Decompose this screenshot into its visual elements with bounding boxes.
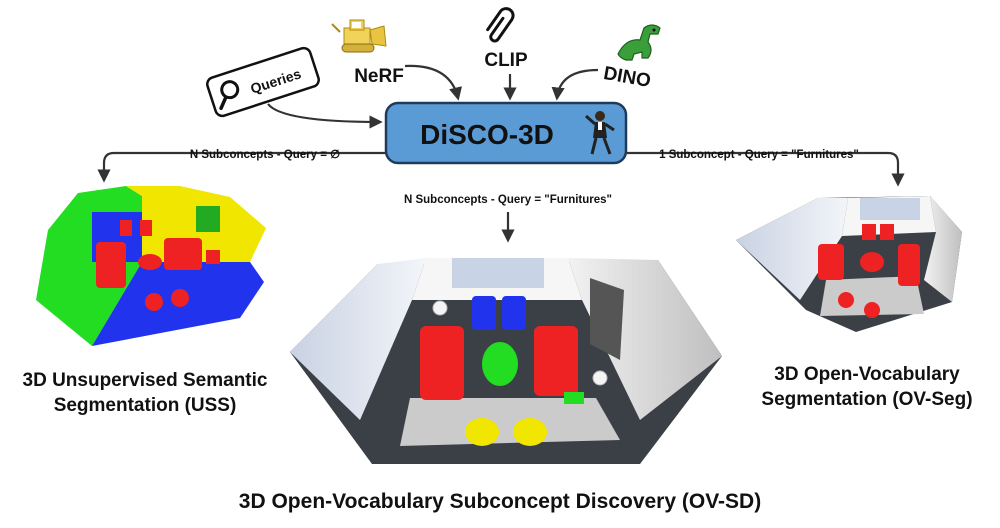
disco3d-box: DiSCO-3D (384, 101, 628, 165)
disco3d-title: DiSCO-3D (420, 119, 554, 150)
dino-label: DINO (602, 63, 652, 92)
uss-caption: 3D Unsupervised Semantic Segmentation (U… (0, 368, 290, 418)
branch-arrows (97, 151, 905, 243)
paperclip-icon (486, 7, 515, 43)
input-arrows (267, 64, 599, 129)
branch-right-label: 1 Subconcept - Query = "Furnitures" (659, 149, 859, 161)
dinosaur-icon (617, 24, 661, 61)
uss-scene-image (36, 186, 266, 346)
bulldozer-icon (331, 19, 387, 53)
ovseg-scene-image (736, 196, 962, 332)
ovsd-caption: 3D Open-Vocabulary Subconcept Discovery … (238, 490, 762, 513)
clip-label: CLIP (484, 50, 528, 71)
branch-left-label: N Subconcepts - Query = ∅ (190, 149, 340, 161)
ovseg-caption: 3D Open-Vocabulary Segmentation (OV-Seg) (742, 362, 992, 412)
ovsd-scene-image (290, 258, 722, 464)
ovseg-caption-line1: 3D Open-Vocabulary (774, 364, 960, 385)
uss-caption-line2: Segmentation (USS) (53, 395, 237, 416)
ovseg-caption-line2: Segmentation (OV-Seg) (761, 389, 973, 410)
search-icon (219, 80, 240, 110)
uss-caption-line1: 3D Unsupervised Semantic (22, 370, 268, 391)
nerf-label: NeRF (354, 66, 404, 87)
queries-input: Queries (206, 46, 320, 118)
dancer-icon (585, 111, 615, 155)
branch-middle-label: N Subconcepts - Query = "Furnitures" (404, 194, 612, 206)
